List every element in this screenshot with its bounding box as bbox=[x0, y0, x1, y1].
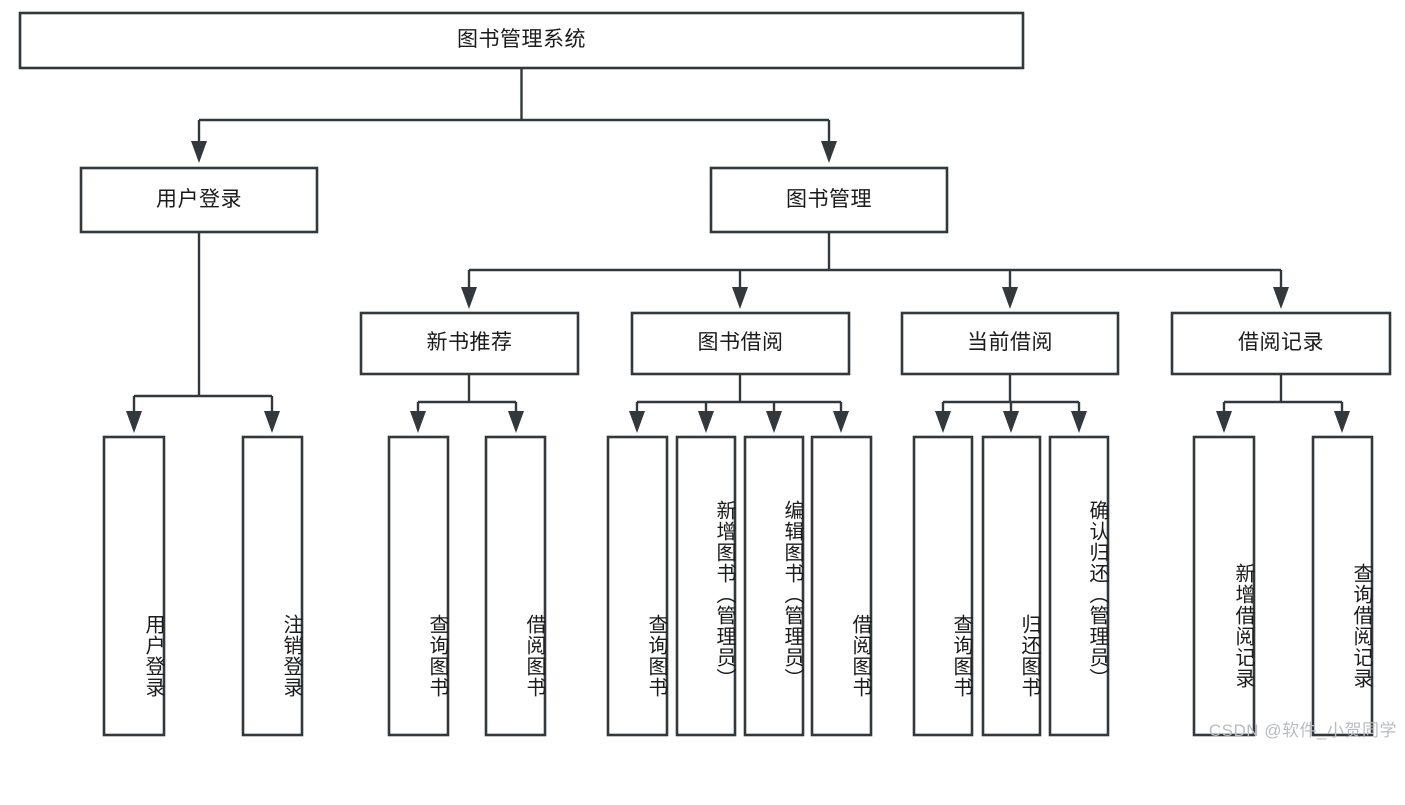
connector-group-book-manage bbox=[461, 232, 1289, 309]
arrow-head-leaf-add-record bbox=[1216, 411, 1232, 433]
arrow-head-leaf-user-login bbox=[126, 411, 142, 433]
node-current-borrow[interactable] bbox=[902, 313, 1118, 374]
node-box-root[interactable] bbox=[18, 11, 1025, 70]
arrow-head-leaf-add-book bbox=[698, 411, 714, 433]
node-leaf-return-book[interactable] bbox=[983, 437, 1040, 735]
node-box-leaf-logout[interactable] bbox=[241, 435, 304, 737]
arrow-head-book-manage bbox=[821, 141, 837, 163]
node-box-leaf-query-record[interactable] bbox=[1311, 435, 1374, 737]
connector-group-new-book-rec bbox=[410, 374, 524, 433]
node-box-borrow-record[interactable] bbox=[1170, 311, 1392, 376]
node-leaf-logout[interactable] bbox=[243, 437, 302, 735]
node-leaf-query-book-1[interactable] bbox=[389, 437, 448, 735]
node-box-user-login[interactable] bbox=[79, 166, 319, 234]
node-box-leaf-query-book-1[interactable] bbox=[387, 435, 450, 737]
diagram-canvas: 图书管理系统 用户登录 图书管理 新书推荐 图书借阅 当前借阅 借阅记录 用户登… bbox=[0, 0, 1405, 747]
node-leaf-borrow-book-2[interactable] bbox=[812, 437, 871, 735]
node-leaf-edit-book[interactable] bbox=[745, 437, 803, 735]
node-box-leaf-add-book[interactable] bbox=[675, 435, 737, 737]
node-new-book-rec[interactable] bbox=[361, 313, 578, 374]
node-leaf-user-login[interactable] bbox=[104, 437, 164, 735]
node-borrow-record[interactable] bbox=[1172, 313, 1390, 374]
arrow-head-leaf-borrow-book-2 bbox=[833, 411, 849, 433]
node-box-leaf-edit-book[interactable] bbox=[743, 435, 805, 737]
connector-group-user-login bbox=[126, 232, 280, 433]
connector-group-current-borrow bbox=[935, 374, 1087, 433]
node-box-leaf-borrow-book-1[interactable] bbox=[484, 435, 547, 737]
arrow-head-leaf-confirm-return bbox=[1071, 411, 1087, 433]
arrow-head-leaf-borrow-book-1 bbox=[508, 411, 524, 433]
node-leaf-add-record[interactable] bbox=[1194, 437, 1254, 735]
arrow-head-leaf-edit-book bbox=[766, 411, 782, 433]
node-leaf-query-book-3[interactable] bbox=[914, 437, 972, 735]
arrow-head-user-login bbox=[191, 141, 207, 163]
node-leaf-confirm-return[interactable] bbox=[1050, 437, 1108, 735]
node-box-book-manage[interactable] bbox=[709, 166, 949, 234]
node-box-leaf-query-book-2[interactable] bbox=[606, 435, 669, 737]
node-hit-layer bbox=[0, 0, 1405, 747]
arrow-head-new-book-rec bbox=[461, 287, 477, 309]
node-box-leaf-user-login[interactable] bbox=[102, 435, 166, 737]
connector-group-root bbox=[191, 68, 837, 163]
node-user-login[interactable] bbox=[81, 168, 317, 232]
arrow-head-current-borrow bbox=[1002, 287, 1018, 309]
arrow-head-leaf-return-book bbox=[1003, 411, 1019, 433]
node-box-leaf-return-book[interactable] bbox=[981, 435, 1042, 737]
node-root[interactable] bbox=[20, 13, 1023, 68]
arrow-head-leaf-logout bbox=[264, 411, 280, 433]
node-box-book-borrow[interactable] bbox=[630, 311, 851, 376]
arrow-head-leaf-query-book-1 bbox=[410, 411, 426, 433]
node-box-leaf-confirm-return[interactable] bbox=[1048, 435, 1110, 737]
node-leaf-query-book-2[interactable] bbox=[608, 437, 667, 735]
node-box-leaf-borrow-book-2[interactable] bbox=[810, 435, 873, 737]
node-box-leaf-query-book-3[interactable] bbox=[912, 435, 974, 737]
arrow-head-leaf-query-book-2 bbox=[629, 411, 645, 433]
connector-group-borrow-record bbox=[1216, 374, 1350, 433]
node-book-manage[interactable] bbox=[711, 168, 947, 232]
node-box-leaf-add-record[interactable] bbox=[1192, 435, 1256, 737]
arrow-head-leaf-query-book-3 bbox=[935, 411, 951, 433]
node-box-new-book-rec[interactable] bbox=[359, 311, 580, 376]
node-leaf-borrow-book-1[interactable] bbox=[486, 437, 545, 735]
arrow-head-book-borrow bbox=[732, 287, 748, 309]
node-leaf-add-book[interactable] bbox=[677, 437, 735, 735]
diagram-svg bbox=[18, 11, 1392, 737]
arrow-head-borrow-record bbox=[1273, 287, 1289, 309]
node-box-current-borrow[interactable] bbox=[900, 311, 1120, 376]
node-book-borrow[interactable] bbox=[632, 313, 849, 374]
node-leaf-query-record[interactable] bbox=[1313, 437, 1372, 735]
connector-group-book-borrow bbox=[629, 374, 849, 433]
arrow-head-leaf-query-record bbox=[1334, 411, 1350, 433]
